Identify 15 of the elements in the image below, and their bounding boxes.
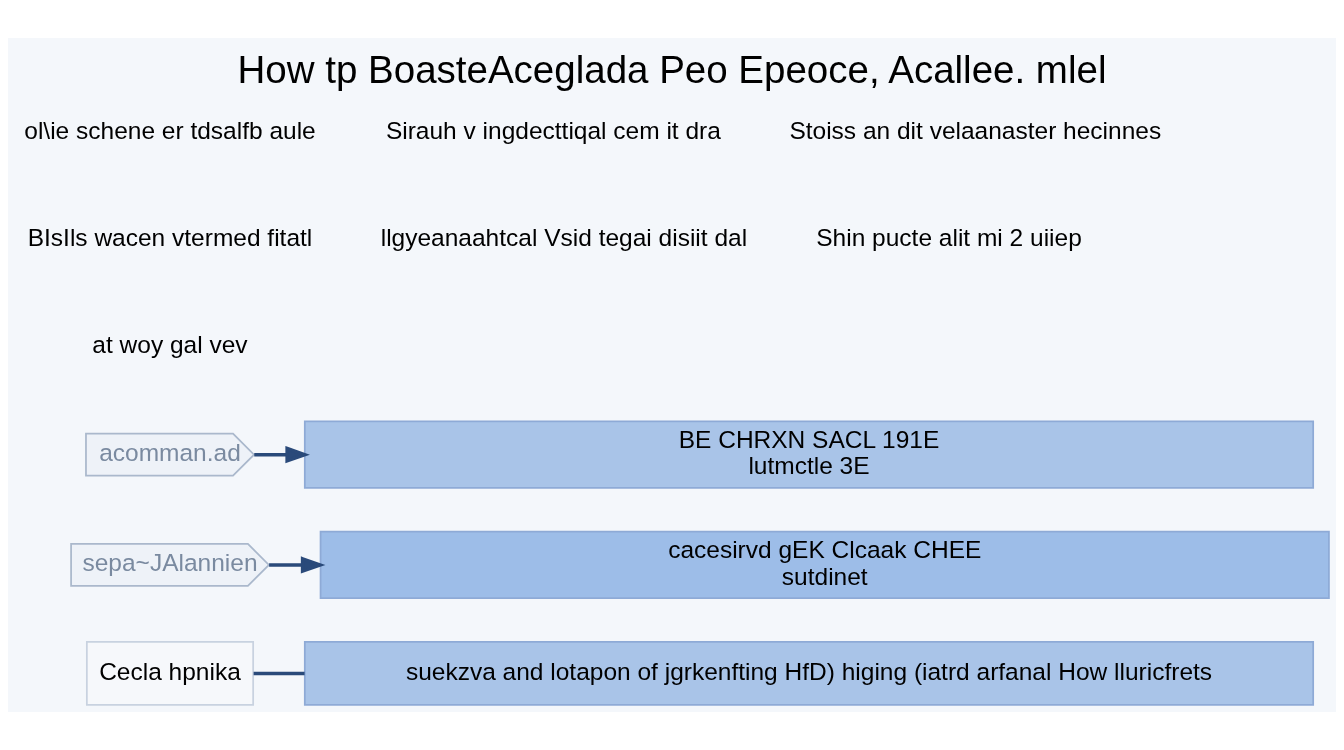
label: ol\ie schene er tdsalfb aule bbox=[24, 117, 316, 145]
label: Shin pucte alit mi 2 uiiep bbox=[816, 223, 1082, 251]
label: at woy gal vev bbox=[92, 330, 248, 358]
node-box: Cecla hpnika bbox=[85, 641, 255, 706]
node-box: BE CHRXN SACL 191E lutmctle 3E bbox=[303, 420, 1315, 489]
node-box: suekzva and lotapon of jgrkenfting HfD) higing (iatrd arfanal How lluricfrets bbox=[303, 641, 1315, 706]
arrow bbox=[269, 556, 326, 574]
connector bbox=[253, 671, 305, 676]
node-box: cacesirvd gEK Clcaak CHEE sutdinet bbox=[319, 530, 1330, 600]
arrow bbox=[254, 446, 310, 464]
label: Stoiss an dit velaanaster hecinnes bbox=[789, 117, 1162, 145]
label: llgyeanaahtcal Vsid tegai disiit dal bbox=[380, 223, 748, 251]
label: BIsIls wacen vtermed fitatl bbox=[27, 223, 313, 251]
diagram-title: How tp BoasteAceglada Peo Epeoce, Acallee. mlel bbox=[237, 47, 1107, 91]
label: Sirauh v ingdecttiqal cem it dra bbox=[385, 117, 721, 145]
